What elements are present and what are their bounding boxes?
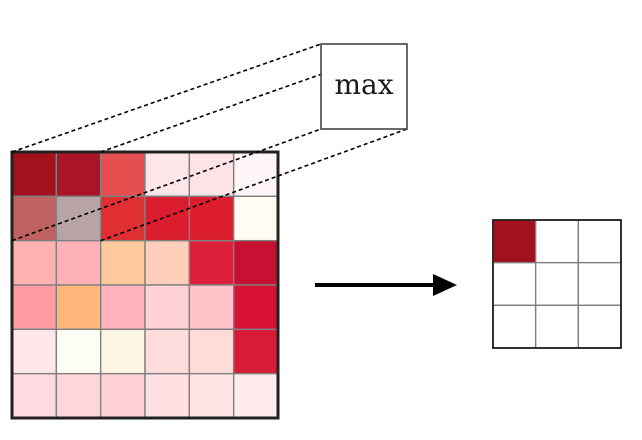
input-cell [55,284,102,331]
input-cell [232,195,279,242]
input-cell [188,328,235,375]
input-cell [99,328,146,375]
input-cell [55,195,102,242]
input-cell [188,239,235,286]
input-cell [11,239,58,286]
input-cell [99,195,146,242]
input-cell [188,372,235,419]
input-cell [232,284,279,331]
output-cell [577,304,622,349]
input-cell [55,239,102,286]
input-cell [232,239,279,286]
output-cell [492,261,537,307]
pooling-arrow [315,274,457,296]
input-cell [144,239,191,286]
output-cell [577,219,622,264]
max-label: max [334,68,393,101]
output-cell [577,261,622,307]
input-cell [232,328,279,375]
output-cell [534,261,580,307]
input-cell [11,372,58,419]
projection-line [11,128,322,242]
input-cell [55,151,102,198]
input-cell [188,195,235,242]
output-cell [534,304,580,349]
input-cell [144,284,191,331]
input-grid [10,150,280,420]
input-cell [11,328,58,375]
input-cell [144,372,191,419]
input-cell [99,239,146,286]
input-cell [99,372,146,419]
output-cell [492,219,537,264]
arrow-head [433,274,457,296]
input-cell [55,372,102,419]
max-box-frame [320,43,408,130]
max-operation-box: max [320,43,408,130]
input-cell [232,372,279,419]
output-grid [492,219,622,349]
input-cell [11,151,58,198]
input-cell [188,284,235,331]
output-cell [492,304,537,349]
projection-line [100,128,408,242]
input-cell [188,151,235,198]
input-cell [55,328,102,375]
input-grid-border [10,150,280,420]
input-cell [99,284,146,331]
input-cell [144,195,191,242]
output-cell [534,219,580,264]
input-cell [11,284,58,331]
projection-line [100,43,408,153]
projection-line [11,43,322,153]
input-cell [11,195,58,242]
input-cell [99,151,146,198]
input-cell [144,328,191,375]
projection-lines [11,43,408,242]
output-grid-border [492,219,622,349]
